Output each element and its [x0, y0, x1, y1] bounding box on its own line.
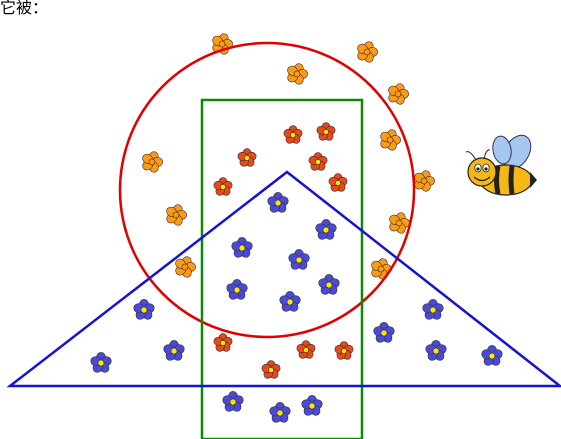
- blue-flower-icon: [317, 274, 340, 296]
- red-flower-icon: [283, 126, 303, 145]
- red-flower-icon: [237, 149, 257, 168]
- blue-flower-icon: [132, 299, 155, 321]
- red-flower-icon: [334, 342, 354, 361]
- orange-flower-icon: [165, 204, 187, 227]
- blue-flower-icon: [314, 219, 337, 241]
- blue-flower-icon: [268, 402, 291, 424]
- red-flower-icon: [328, 174, 348, 193]
- blue-flower-icon: [230, 237, 253, 259]
- red-flower-icon: [296, 341, 316, 360]
- orange-flower-icon: [286, 63, 308, 86]
- red-flower-icon: [308, 153, 328, 172]
- blue-flower-icon: [266, 192, 289, 214]
- blue-flower-icon: [480, 345, 503, 367]
- green-rectangle: [202, 100, 362, 439]
- red-circle: [120, 43, 414, 337]
- blue-flower-icon: [372, 322, 395, 344]
- orange-flower-icon: [387, 83, 409, 106]
- orange-flower-icon: [413, 170, 435, 193]
- blue-flower-icon: [424, 340, 447, 362]
- red-flower-icon: [213, 334, 233, 353]
- blue-flower-icon: [287, 249, 310, 271]
- blue-flower-icon: [89, 352, 112, 374]
- blue-flower-icon: [162, 340, 185, 362]
- blue-flower-icon: [278, 291, 301, 313]
- blue-flower-icon: [221, 391, 244, 413]
- blue-flower-icon: [421, 299, 444, 321]
- flowers-layer: [89, 33, 503, 425]
- orange-flower-icon: [356, 41, 378, 64]
- orange-flower-icon: [174, 256, 196, 279]
- red-flower-icon: [213, 178, 233, 197]
- orange-flower-icon: [141, 151, 163, 174]
- orange-flower-icon: [379, 129, 401, 152]
- blue-flower-icon: [300, 395, 323, 417]
- red-flower-icon: [316, 123, 336, 142]
- orange-flower-icon: [388, 212, 410, 235]
- blue-flower-icon: [225, 279, 248, 301]
- orange-flower-icon: [370, 258, 392, 281]
- red-flower-icon: [261, 361, 281, 380]
- bee-icon: [466, 130, 537, 195]
